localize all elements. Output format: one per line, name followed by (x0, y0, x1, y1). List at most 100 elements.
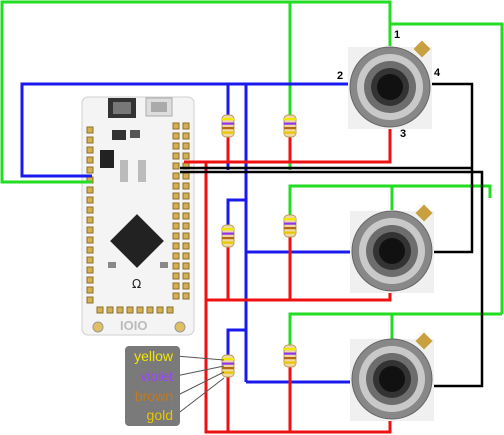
resistor (283, 214, 297, 238)
resistor-band (222, 241, 234, 244)
blue-wires (20, 82, 350, 384)
header-pin (172, 172, 180, 180)
header-pin (86, 146, 94, 154)
header-pin (172, 202, 180, 210)
pin-label-2: 2 (337, 70, 343, 82)
header-pin (156, 306, 164, 314)
header-pin (182, 152, 190, 160)
header-pin (172, 252, 180, 260)
resistor-band (222, 118, 234, 121)
resistor-band (222, 131, 234, 134)
header-pin (86, 286, 94, 294)
header-pin (86, 206, 94, 214)
header-pin (86, 136, 94, 144)
resistor-band (284, 357, 296, 360)
header-pin (182, 282, 190, 290)
resistor-band (284, 222, 296, 225)
header-pin (172, 292, 180, 300)
resistor-band (284, 127, 296, 130)
microcontroller-chip (110, 214, 164, 268)
header-pin (126, 306, 134, 314)
pin-label-3: 3 (400, 128, 406, 140)
header-pin (106, 306, 114, 314)
resistor-band (284, 118, 296, 121)
resistor-band (284, 131, 296, 134)
resistor (221, 114, 235, 138)
legend-violet: violet (140, 368, 173, 384)
board-logo-mark: Ω (132, 277, 141, 291)
ioio-board: IOIO Ω (81, 96, 195, 336)
header-pin (172, 272, 180, 280)
header-pin (182, 232, 190, 240)
header-pin (182, 192, 190, 200)
resistor-color-legend: yellow violet brown gold (125, 346, 225, 426)
header-pin (172, 152, 180, 160)
header-pin (86, 126, 94, 134)
header-pin (136, 306, 144, 314)
green-wires (0, 0, 504, 400)
resistor-band (284, 348, 296, 351)
resistor-band (222, 367, 234, 370)
header-pin (172, 242, 180, 250)
header-pin (182, 172, 190, 180)
header-pin (86, 266, 94, 274)
header-pin (116, 306, 124, 314)
gas-sensor-top (348, 40, 432, 129)
resistor-band (284, 218, 296, 221)
resistor-band (284, 231, 296, 234)
header-pin (86, 196, 94, 204)
resistor-band (222, 371, 234, 374)
header-pin (172, 182, 180, 190)
header-pin (172, 212, 180, 220)
header-pin (182, 212, 190, 220)
resistor-band (284, 361, 296, 364)
header-pin (86, 186, 94, 194)
header-pin (86, 256, 94, 264)
header-pin (182, 202, 190, 210)
resistor (221, 224, 235, 248)
black-wires (180, 82, 484, 388)
resistors (221, 114, 297, 378)
resistor-band (222, 362, 234, 365)
header-pin (172, 262, 180, 270)
resistor-band (222, 358, 234, 361)
header-pin (172, 192, 180, 200)
header-pin (182, 252, 190, 260)
header-pin (172, 222, 180, 230)
header-pins (86, 122, 190, 314)
gas-sensor-middle (350, 204, 434, 293)
header-pin (86, 246, 94, 254)
header-pin (172, 132, 180, 140)
resistor-band (222, 237, 234, 240)
header-pin (96, 306, 104, 314)
header-pin (86, 276, 94, 284)
resistor-band (222, 228, 234, 231)
resistor-band (222, 232, 234, 235)
resistor-band (222, 127, 234, 130)
header-pin (172, 282, 180, 290)
header-pin (182, 222, 190, 230)
header-pin (166, 306, 174, 314)
legend-yellow: yellow (134, 348, 174, 364)
legend-gold: gold (147, 407, 173, 423)
header-pin (86, 236, 94, 244)
header-pin (86, 226, 94, 234)
board-logo-text: IOIO (120, 318, 147, 333)
header-pin (182, 122, 190, 130)
header-pin (86, 156, 94, 164)
header-pin (172, 232, 180, 240)
header-pin (182, 132, 190, 140)
resistor-band (284, 122, 296, 125)
header-pin (172, 162, 180, 170)
header-pin (182, 272, 190, 280)
resistor-band (284, 352, 296, 355)
legend-pointer-lines (175, 355, 225, 416)
resistor-band (284, 227, 296, 230)
resistor (283, 114, 297, 138)
legend-box (125, 346, 180, 426)
header-pin (182, 292, 190, 300)
pin-label-4: 4 (434, 67, 441, 79)
header-pin (172, 122, 180, 130)
gas-sensor-bottom (350, 332, 434, 421)
header-pin (182, 182, 190, 190)
